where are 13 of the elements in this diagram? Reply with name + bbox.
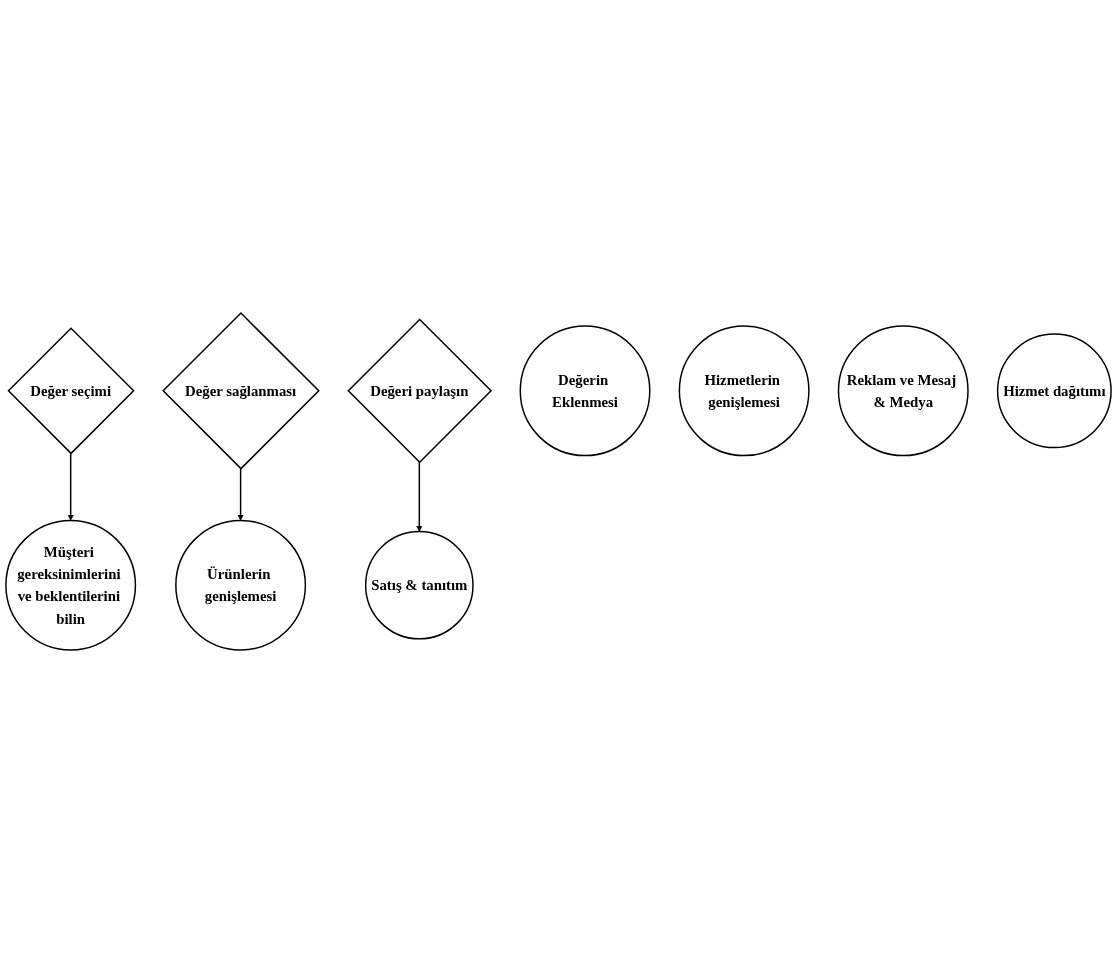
node-circle: Ürünlerin genişlemesi <box>175 519 307 651</box>
node-diamond: Değeri paylaşın <box>347 318 493 464</box>
node-diamond: Değer sağlanması <box>162 312 320 470</box>
node-circle: Müşteri gereksinimlerini ve beklentilerini bilin <box>5 519 137 651</box>
arrow <box>67 452 74 521</box>
node-circle: Reklam ve Mesaj & Medya <box>837 325 969 457</box>
node-circle: Değerin Eklenmesi <box>519 325 651 457</box>
arrow <box>416 461 423 532</box>
node-circle: Hizmetlerin genişlemesi <box>678 325 810 457</box>
node-circle: Satış & tanıtım <box>364 530 474 640</box>
node-diamond: Değer seçimi <box>7 327 135 455</box>
node-circle: Hizmet dağıtımı <box>996 333 1112 449</box>
arrow <box>237 467 244 521</box>
